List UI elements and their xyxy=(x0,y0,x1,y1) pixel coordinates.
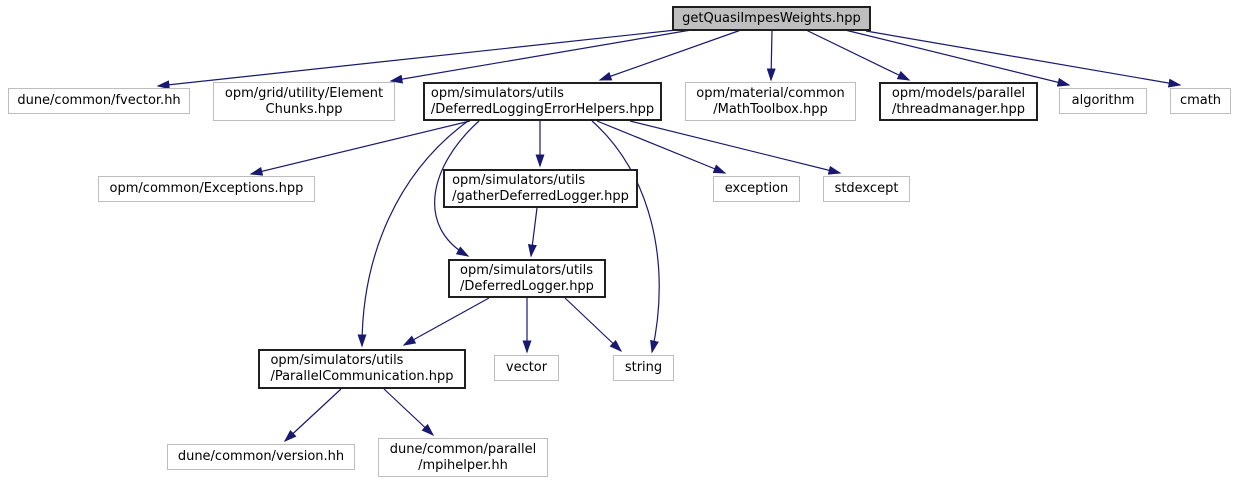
edge-dleh-to-exceptions xyxy=(249,120,471,176)
edge-root-to-algorithm xyxy=(844,29,1071,87)
edge-root-to-deferredloggingerrorhelpers xyxy=(598,29,742,81)
node-deferredLoggingErrorHelpers[interactable]: opm/simulators/utils /DeferredLoggingErr… xyxy=(423,82,662,121)
edge-dleh-to-stdexcept xyxy=(629,120,842,175)
node-gatherDeferredLogger[interactable]: opm/simulators/utils /gatherDeferredLogg… xyxy=(443,169,638,208)
edge-dleh-to-deferredlogger xyxy=(434,120,480,257)
edge-dleh-to-exception xyxy=(596,120,727,174)
node-cmath: cmath xyxy=(1170,88,1231,114)
node-threadmanager[interactable]: opm/models/parallel /threadmanager.hpp xyxy=(879,82,1038,121)
edge-root-to-mathtoolbox xyxy=(766,29,776,82)
edge-root-to-threadmanager xyxy=(805,29,911,81)
edge-root-to-fvector xyxy=(156,29,677,90)
edge-deferredlogger-to-string xyxy=(564,297,623,353)
node-stdexcept: stdexcept xyxy=(823,176,910,202)
node-algorithm: algorithm xyxy=(1059,88,1147,114)
edge-gatherdeferredlogger-to-deferredlogger xyxy=(527,207,538,258)
edge-parallelcommunication-to-mpihelper xyxy=(383,388,435,437)
edge-deferredlogger-to-parallelcommunication xyxy=(402,297,490,346)
node-elementChunks: opm/grid/utility/Element Chunks.hpp xyxy=(213,82,395,121)
node-mathToolbox: opm/material/common /MathToolbox.hpp xyxy=(685,82,856,121)
edge-dleh-to-parallelcommunication xyxy=(357,120,469,348)
node-getQuasiImpesWeights: getQuasiImpesWeights.hpp xyxy=(672,6,871,31)
edge-root-to-cmath xyxy=(865,30,1182,88)
node-version: dune/common/version.hh xyxy=(167,444,355,470)
node-string: string xyxy=(613,355,674,381)
node-fvector: dune/common/fvector.hh xyxy=(8,88,190,114)
node-vector: vector xyxy=(494,355,559,381)
edge-root-to-elementchunks xyxy=(389,29,692,84)
edge-parallelcommunication-to-version xyxy=(283,388,342,443)
edge-dleh-to-string xyxy=(591,120,660,354)
node-exceptions: opm/common/Exceptions.hpp xyxy=(98,176,315,202)
node-parallelCommunication[interactable]: opm/simulators/utils /ParallelCommunicat… xyxy=(258,349,466,389)
node-exception: exception xyxy=(713,176,800,202)
node-mpihelper: dune/common/parallel /mpihelper.hh xyxy=(378,438,548,477)
node-deferredLogger[interactable]: opm/simulators/utils /DeferredLogger.hpp xyxy=(448,259,606,298)
